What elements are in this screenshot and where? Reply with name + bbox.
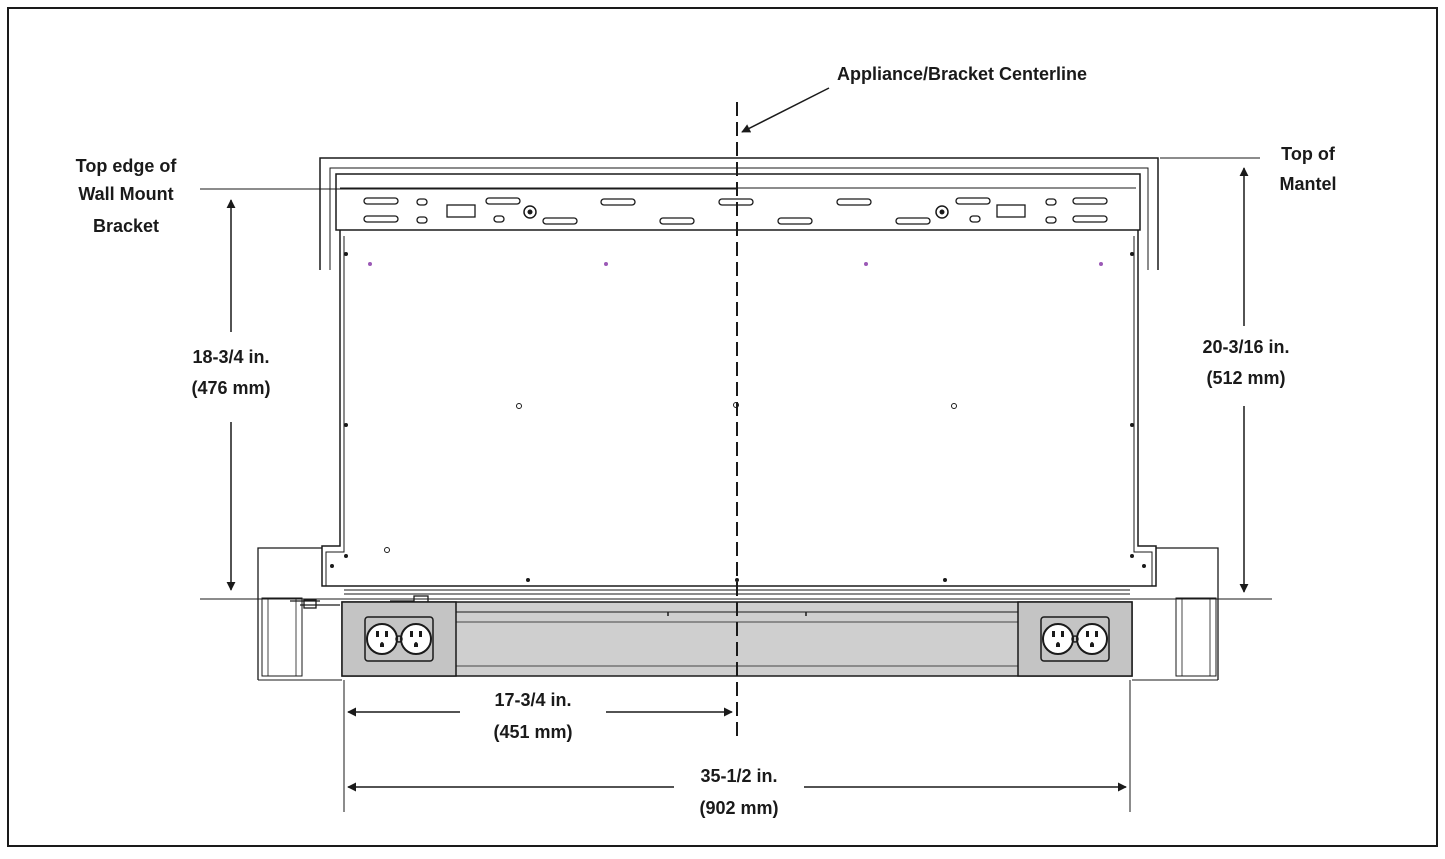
- bracket-slots: [363, 197, 1108, 225]
- full-width-metric: (902 mm): [699, 798, 778, 818]
- bracket-top-label-line1: Top edge of: [76, 156, 178, 176]
- dimension-arrows: [226, 167, 1249, 792]
- centerline-leader: [741, 87, 830, 133]
- mantel-height-metric: (512 mm): [1206, 368, 1285, 388]
- full-width-imperial: 35-1/2 in.: [700, 766, 777, 786]
- mantel-top-label-line2: Mantel: [1279, 174, 1336, 194]
- mantel-outline: [319, 157, 1159, 270]
- mantel-height-imperial: 20-3/16 in.: [1202, 337, 1289, 357]
- centerline-label: Appliance/Bracket Centerline: [837, 64, 1087, 84]
- bracket-height-metric: (476 mm): [191, 378, 270, 398]
- bracket-top-label-line2: Wall Mount: [78, 184, 173, 204]
- outer-border: [7, 7, 1438, 847]
- appliance-base: [257, 547, 1219, 681]
- bracket-height-imperial: 18-3/4 in.: [192, 347, 269, 367]
- mounting-screws: [330, 252, 1146, 582]
- bracket-top-label-line3: Bracket: [93, 216, 159, 236]
- power-cord: [290, 595, 429, 609]
- appliance-body: [321, 230, 1157, 587]
- mantel-top-label-line1: Top of: [1281, 144, 1336, 164]
- half-width-metric: (451 mm): [493, 722, 572, 742]
- appliance-inner-outline: [325, 236, 1153, 586]
- mantel-inner-outline: [329, 167, 1149, 270]
- half-width-imperial: 17-3/4 in.: [494, 690, 571, 710]
